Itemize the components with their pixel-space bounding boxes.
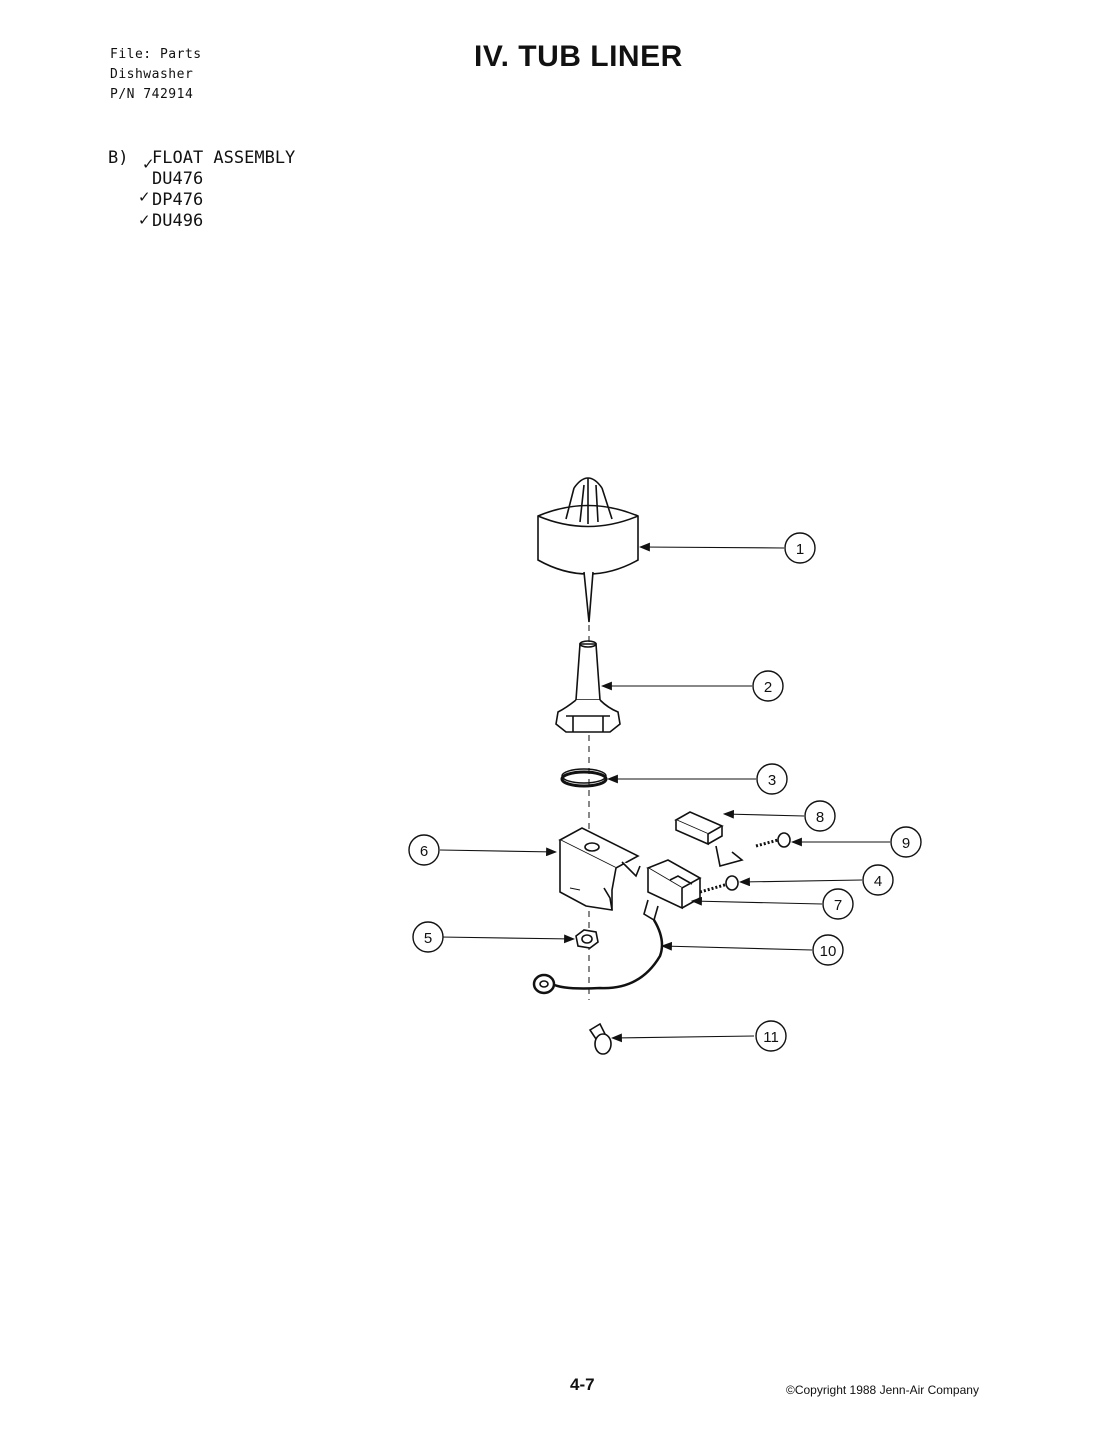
- callout-marker: 7: [822, 888, 854, 920]
- float-stem-part: [555, 640, 621, 733]
- nut-part: [575, 929, 599, 949]
- callout-marker: 9: [890, 826, 922, 858]
- check-mark-icon: ✓: [138, 188, 151, 206]
- float-part: [537, 477, 639, 623]
- model-number: DP476: [152, 190, 204, 210]
- check-mark-icon: ✓: [142, 155, 155, 173]
- actuator-part: [674, 811, 744, 867]
- callout-marker: 11: [755, 1020, 787, 1052]
- callout-number: 3: [768, 772, 776, 789]
- callout-number: 10: [820, 943, 837, 960]
- check-mark-icon: ✓: [138, 211, 151, 229]
- model-item: DU476: [152, 169, 203, 190]
- file-info-line: File: Parts: [110, 47, 202, 62]
- wire-lead-part: [532, 899, 664, 995]
- file-info: File: Parts Dishwasher P/N 742914: [110, 45, 202, 105]
- callout-number: 9: [902, 835, 910, 852]
- callout-marker: 1: [784, 532, 816, 564]
- callout-number: 5: [424, 930, 432, 947]
- model-item: ✓DP476: [138, 188, 204, 211]
- callout-number: 4: [874, 873, 882, 890]
- section-title: FLOAT ASSEMBLY: [152, 148, 296, 168]
- callout-marker: 5: [412, 921, 444, 953]
- model-number: DU476: [152, 169, 204, 189]
- callout-marker: 10: [812, 934, 844, 966]
- screw-part: [699, 875, 739, 894]
- callout-marker: 3: [756, 763, 788, 795]
- page-number: 4-7: [570, 1375, 595, 1394]
- file-info-line: Dishwasher: [110, 67, 194, 82]
- callout-marker: 6: [408, 834, 440, 866]
- callout-number: 6: [420, 843, 428, 860]
- callout-number: 2: [764, 679, 772, 696]
- callout-number: 11: [763, 1029, 779, 1046]
- section-label: B): [108, 148, 129, 168]
- leader-lines: [439, 542, 890, 1043]
- model-number: DU496: [152, 211, 204, 231]
- callout-number: 7: [834, 897, 842, 914]
- copyright-notice: ©Copyright 1988 Jenn-Air Company: [786, 1383, 979, 1397]
- callout-number: 8: [816, 809, 824, 826]
- screw-part: [755, 832, 791, 848]
- model-item: ✓DU496: [138, 211, 204, 232]
- page-title: IV. TUB LINER: [474, 40, 683, 73]
- callout-number: 1: [796, 541, 804, 558]
- callout-marker: 4: [862, 864, 894, 896]
- callout-marker: 8: [804, 800, 836, 832]
- model-list: DU476 ✓DP476 ✓DU496: [138, 169, 204, 232]
- o-ring-part: [560, 768, 608, 788]
- section-heading: B) FLOAT ASSEMBLY✓: [108, 148, 295, 173]
- file-info-line: P/N 742914: [110, 87, 194, 102]
- clip-part: [588, 1022, 612, 1055]
- bracket-part: [558, 827, 641, 911]
- callouts: 1 2 3 4 5 6 7 8: [408, 532, 922, 1052]
- callout-marker: 2: [752, 670, 784, 702]
